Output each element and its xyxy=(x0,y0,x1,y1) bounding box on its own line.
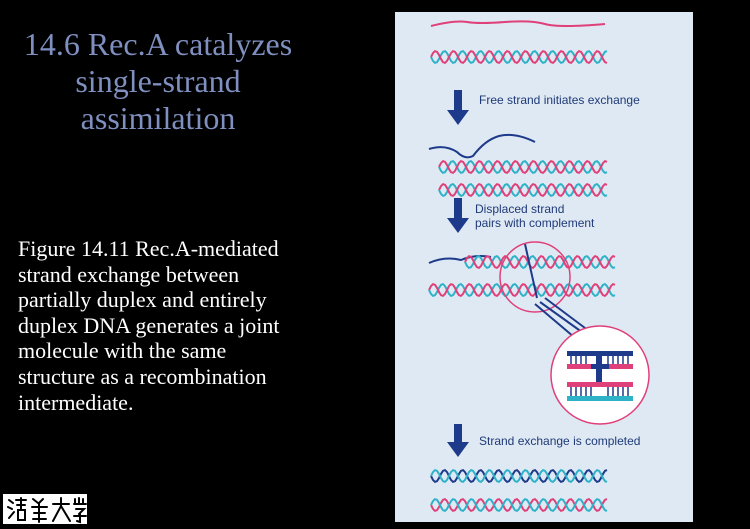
duplex-invasion xyxy=(438,159,608,198)
figure-caption: Figure 14.11 Rec.A-mediated strand excha… xyxy=(18,236,280,415)
recA-diagram xyxy=(428,20,650,513)
recA-figure-panel: Free strand initiates exchange Displaced… xyxy=(395,12,693,522)
university-seal-icon xyxy=(3,494,87,524)
free-strand xyxy=(430,20,606,27)
down-arrow-icon xyxy=(447,424,469,457)
magnifier-circle-icon xyxy=(499,241,571,313)
zoom-circle-icon xyxy=(550,325,650,425)
invading-strand xyxy=(428,133,536,159)
down-arrow-icon xyxy=(447,198,469,233)
slide-title: 14.6 Rec.A catalyzes single-strand assim… xyxy=(23,26,293,136)
step-label-displaced-line1: Displaced strand xyxy=(475,202,565,216)
down-arrow-icon xyxy=(447,90,469,125)
duplex-completed xyxy=(430,468,608,513)
duplex-top xyxy=(430,49,608,65)
step-label-initiates: Free strand initiates exchange xyxy=(479,93,640,107)
step-label-completed: Strand exchange is completed xyxy=(479,434,641,448)
step-label-displaced-line2: pairs with complement xyxy=(475,216,595,230)
paired-navy-strand xyxy=(428,255,492,264)
duplex-paired xyxy=(428,254,616,298)
